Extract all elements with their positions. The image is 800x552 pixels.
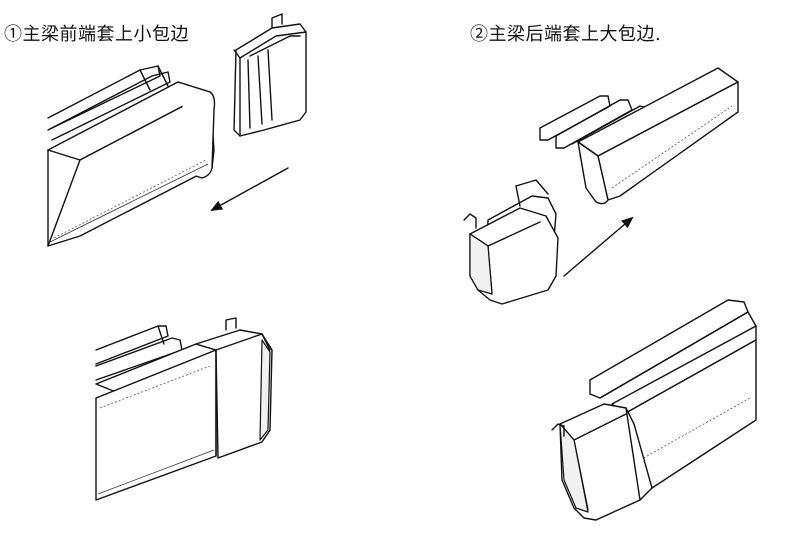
arrow-up-right-icon	[563, 216, 634, 277]
caption-front-step: ①主梁前端套上小包边	[4, 24, 189, 45]
arrow-down-left-icon	[210, 167, 289, 211]
main-beam-front-end	[47, 65, 216, 247]
caption-rear-step: ②主梁后端套上大包边.	[470, 24, 662, 45]
assembled-rear-end	[551, 299, 757, 521]
large-end-cap	[463, 179, 559, 305]
main-beam-rear-end	[539, 67, 739, 205]
assembled-front-end	[95, 317, 273, 501]
small-end-cap	[233, 13, 307, 137]
